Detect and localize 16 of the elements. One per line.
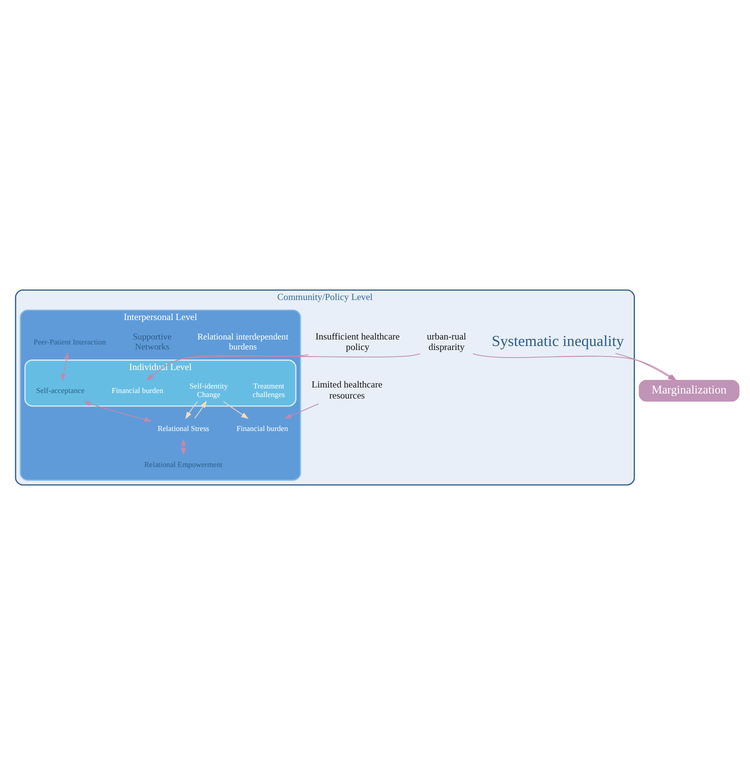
- node-text: Supportive Networks: [132, 331, 172, 352]
- arrow: [61, 352, 70, 381]
- arrow: [194, 400, 207, 418]
- arrow: [185, 400, 198, 419]
- arrow: [284, 402, 319, 418]
- arrow: [146, 352, 420, 380]
- node-text: urban-rual disprarity: [426, 332, 466, 352]
- node-text: Relational interdependent burdens: [197, 331, 288, 352]
- arrow: [222, 400, 249, 418]
- arrow: [180, 438, 186, 455]
- arrow: [83, 400, 152, 422]
- node-box: Marginalization: [638, 379, 740, 402]
- node-text: Limited healthcare resources: [312, 380, 382, 401]
- arrow: [146, 354, 309, 380]
- node-text: Systematic inequality: [492, 332, 624, 350]
- node-text: Insufficient healthcare policy: [316, 332, 400, 352]
